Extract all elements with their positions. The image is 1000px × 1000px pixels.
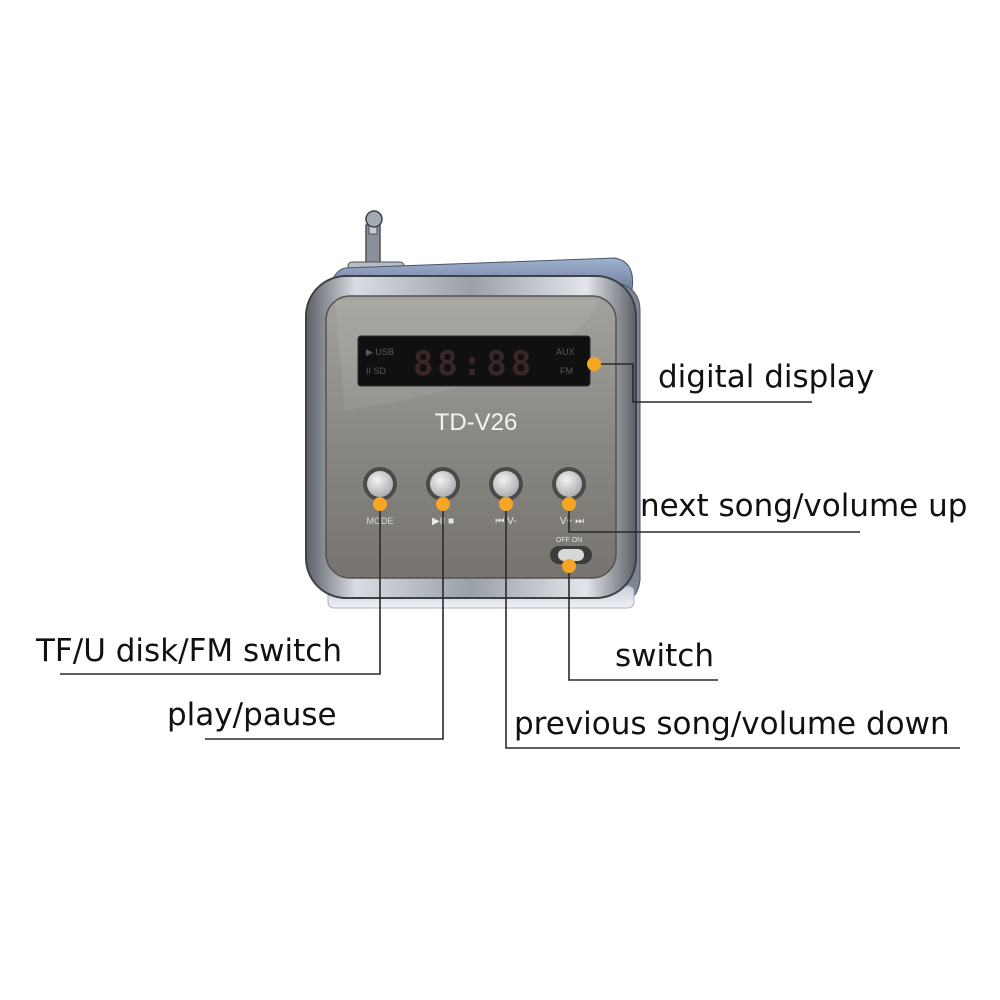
power-switch[interactable]: [550, 546, 592, 564]
speaker-device: ▶ USB II SD 88:88 AUX FM TD-V26 MODE ▶II…: [305, 210, 641, 609]
leader-mode-switch: [60, 504, 381, 675]
digital-display: ▶ USB II SD 88:88 AUX FM: [357, 335, 591, 387]
display-indicator-fm: FM: [560, 366, 573, 376]
marker-prev: [499, 497, 513, 511]
marker-mode: [373, 497, 387, 511]
marker-switch: [562, 559, 576, 573]
markers: [373, 357, 601, 573]
button-play-pause[interactable]: [426, 467, 460, 501]
display-digits: 88:88: [413, 344, 535, 384]
leader-power-switch: [568, 566, 718, 681]
leader-lines: [60, 363, 960, 749]
leader-next-song: [568, 504, 860, 533]
callout-play-pause: play/pause: [167, 697, 337, 733]
callout-digital-display: digital display: [658, 359, 874, 395]
callout-power-switch: switch: [615, 638, 714, 674]
model-label: TD-V26: [435, 409, 518, 436]
marker-play: [436, 497, 450, 511]
callout-prev-song: previous song/volume down: [514, 706, 950, 742]
marker-digital-display: [587, 357, 601, 371]
switch-label: OFF ON: [556, 537, 582, 544]
display-indicator-sd: II SD: [366, 366, 387, 376]
callout-mode-switch: TF/U disk/FM switch: [35, 633, 342, 669]
callout-next-song: next song/volume up: [640, 488, 967, 524]
leader-play-pause: [205, 504, 444, 740]
marker-next: [562, 497, 576, 511]
display-indicator-usb: ▶ USB: [366, 347, 394, 357]
leader-prev-song: [505, 504, 960, 749]
button-previous[interactable]: [489, 467, 523, 501]
button-mode[interactable]: [363, 467, 397, 501]
button-label-next: V+ ⏭: [560, 516, 584, 527]
leader-digital-display: [594, 363, 812, 403]
button-next[interactable]: [552, 467, 586, 501]
display-indicator-aux: AUX: [556, 347, 575, 357]
